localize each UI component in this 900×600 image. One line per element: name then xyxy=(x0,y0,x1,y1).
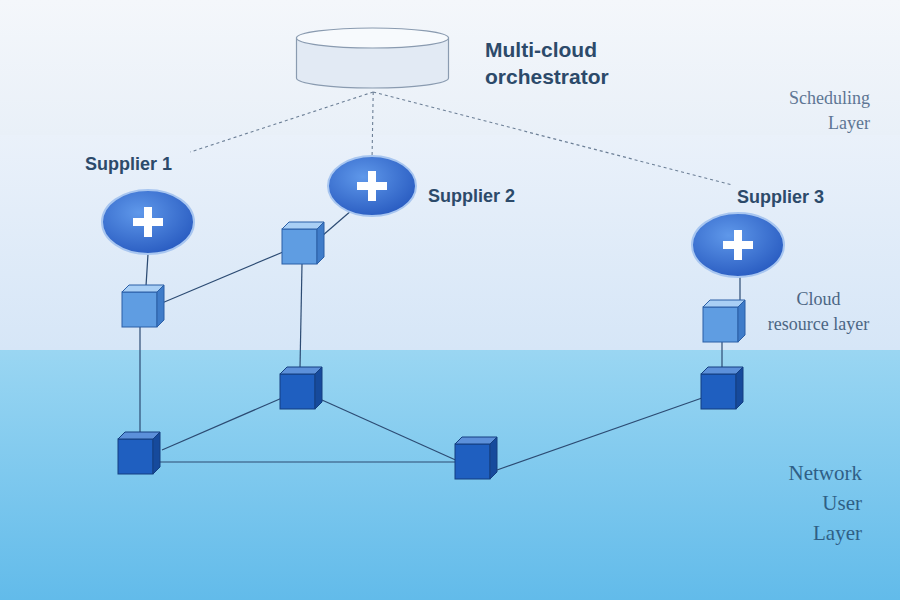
layer-band: Scheduling Layer Multi-cloud orchestrator xyxy=(0,0,900,135)
supplier-node: Supplier 1 xyxy=(85,152,197,258)
cylinder-top xyxy=(297,28,449,48)
layer-label: Cloud resource layer xyxy=(766,287,871,337)
plus-symbol xyxy=(723,241,753,249)
plus-symbol xyxy=(133,218,163,226)
orchestrator-node: Multi-cloud orchestrator xyxy=(295,26,625,92)
layer-band: Network User Layer xyxy=(0,350,900,600)
supplier-circle xyxy=(328,156,416,216)
layer-label: Network User Layer xyxy=(772,458,862,548)
node-label: Supplier 1 xyxy=(85,153,197,175)
node-label: Multi-cloud orchestrator xyxy=(485,36,630,90)
supplier-circle xyxy=(102,190,194,254)
node-label: Supplier 3 xyxy=(737,186,847,208)
supplier-node: Supplier 3 xyxy=(692,185,842,278)
layer-band: Cloud resource layer Supplier 1 Supplier 2… xyxy=(0,135,900,350)
layer-label: Scheduling Layer xyxy=(770,86,870,136)
node-label: Supplier 2 xyxy=(428,185,538,207)
supplier-circle xyxy=(692,213,784,277)
supplier-node: Supplier 2 xyxy=(328,155,538,217)
plus-symbol xyxy=(357,182,387,190)
